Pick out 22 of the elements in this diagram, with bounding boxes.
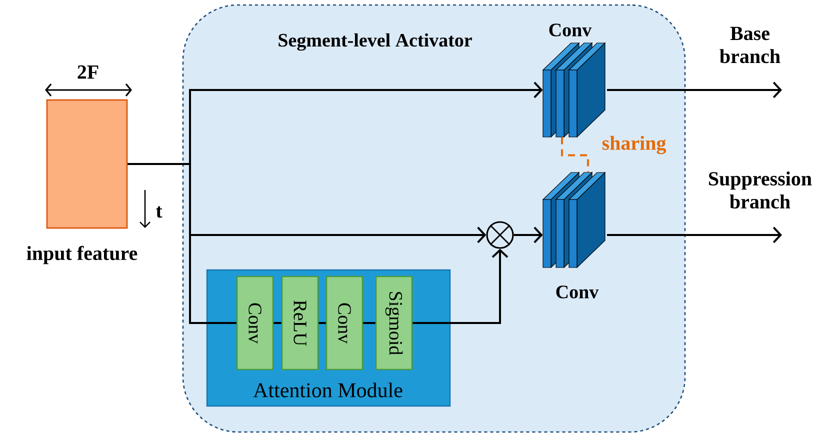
arrow bbox=[412, 248, 508, 324]
layer-box: ReLU bbox=[281, 276, 319, 370]
connector bbox=[363, 322, 376, 324]
dimension-label: 2F bbox=[78, 65, 98, 79]
direction-label: t bbox=[156, 206, 162, 218]
node-label: input feature bbox=[26, 246, 138, 264]
arrow bbox=[607, 226, 782, 244]
layer-label: Conv bbox=[549, 24, 592, 36]
arrow bbox=[514, 226, 543, 244]
edge-label: Base branch bbox=[704, 26, 796, 64]
connector bbox=[561, 137, 589, 172]
connector bbox=[274, 322, 282, 324]
edge-label: Suppression branch bbox=[694, 170, 826, 210]
layer-box: Conv bbox=[236, 276, 274, 370]
edge-label: sharing bbox=[593, 134, 675, 156]
arrow bbox=[607, 82, 782, 98]
layer-label: Conv bbox=[556, 286, 599, 298]
connector bbox=[318, 322, 326, 324]
connector bbox=[128, 163, 236, 324]
layer-box: Conv bbox=[326, 276, 364, 370]
layer-box: Sigmoid bbox=[375, 276, 413, 370]
multiply-symbol bbox=[486, 221, 514, 249]
